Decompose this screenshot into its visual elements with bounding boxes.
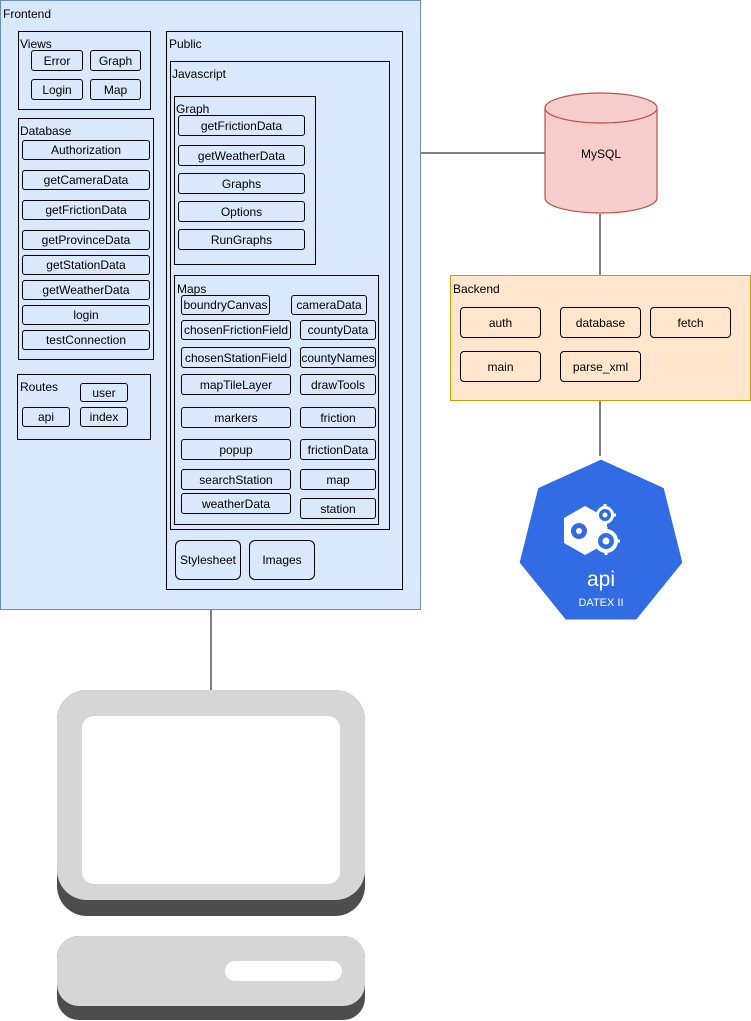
graph-graphs[interactable]: Graphs bbox=[178, 173, 305, 194]
javascript-title: Javascript bbox=[172, 67, 227, 81]
graph-getfrictiondata[interactable]: getFrictionData bbox=[178, 115, 305, 136]
maps-frictiondata[interactable]: frictionData bbox=[300, 439, 376, 460]
database-cylinder-icon bbox=[544, 92, 658, 214]
db-testconnection[interactable]: testConnection bbox=[22, 330, 150, 350]
api-label: api bbox=[586, 568, 616, 591]
routes-group bbox=[17, 374, 151, 440]
maps-cameradata[interactable]: cameraData bbox=[291, 295, 367, 315]
views-group bbox=[18, 31, 151, 110]
backend-auth[interactable]: auth bbox=[460, 307, 541, 338]
graph-title: Graph bbox=[176, 102, 210, 116]
db-getcameradata[interactable]: getCameraData bbox=[22, 170, 150, 190]
backend-parse-xml[interactable]: parse_xml bbox=[560, 351, 641, 382]
db-login[interactable]: login bbox=[22, 305, 150, 325]
images-box[interactable]: Images bbox=[249, 540, 315, 580]
graph-rungraphs[interactable]: RunGraphs bbox=[178, 229, 305, 250]
kubernetes-api-icon bbox=[516, 456, 686, 623]
javascript-group bbox=[170, 61, 390, 530]
maps-friction[interactable]: friction bbox=[300, 407, 376, 428]
stylesheet-box[interactable]: Stylesheet bbox=[175, 540, 241, 580]
db-getstationdata[interactable]: getStationData bbox=[22, 255, 150, 275]
route-user[interactable]: user bbox=[80, 383, 128, 402]
maps-title: Maps bbox=[177, 282, 207, 296]
maps-searchstation[interactable]: searchStation bbox=[181, 469, 291, 490]
maps-group bbox=[174, 275, 379, 525]
maps-drawtools[interactable]: drawTools bbox=[300, 374, 376, 395]
public-group bbox=[166, 31, 403, 590]
backend-fetch[interactable]: fetch bbox=[650, 307, 731, 338]
db-getprovincedata[interactable]: getProvinceData bbox=[22, 230, 150, 250]
maps-station[interactable]: station bbox=[300, 498, 376, 519]
views-title: Views bbox=[20, 37, 52, 51]
maps-countydata[interactable]: countyData bbox=[300, 320, 376, 340]
maps-boundrycanvas[interactable]: boundryCanvas bbox=[181, 295, 270, 315]
maps-maptilelayer[interactable]: mapTileLayer bbox=[181, 374, 291, 395]
maps-countynames[interactable]: countyNames bbox=[300, 347, 376, 368]
graph-getweatherdata[interactable]: getWeatherData bbox=[178, 145, 305, 166]
maps-weatherdata[interactable]: weatherData bbox=[181, 493, 291, 514]
maps-popup[interactable]: popup bbox=[181, 439, 291, 460]
graph-options[interactable]: Options bbox=[178, 201, 305, 222]
db-getweatherdata[interactable]: getWeatherData bbox=[22, 280, 150, 300]
routes-title: Routes bbox=[20, 380, 59, 394]
view-map[interactable]: Map bbox=[90, 79, 141, 100]
public-title: Public bbox=[169, 37, 202, 51]
backend-database[interactable]: database bbox=[560, 307, 641, 338]
graph-group bbox=[174, 96, 316, 265]
route-api[interactable]: api bbox=[22, 407, 70, 427]
mysql-label: MySQL bbox=[580, 147, 621, 161]
database-title: Database bbox=[20, 124, 72, 138]
backend-title: Backend bbox=[453, 282, 500, 296]
view-error[interactable]: Error bbox=[31, 50, 83, 71]
db-getfrictiondata[interactable]: getFrictionData bbox=[22, 200, 150, 220]
maps-markers[interactable]: markers bbox=[181, 407, 291, 428]
maps-chosenstationfield[interactable]: chosenStationField bbox=[181, 347, 291, 368]
maps-map[interactable]: map bbox=[300, 469, 376, 490]
view-graph[interactable]: Graph bbox=[90, 50, 141, 71]
api-sublabel: DATEX II bbox=[578, 597, 624, 609]
route-index[interactable]: index bbox=[80, 407, 128, 427]
db-authorization[interactable]: Authorization bbox=[22, 140, 150, 160]
backend-main[interactable]: main bbox=[460, 351, 541, 382]
view-login[interactable]: Login bbox=[31, 79, 83, 100]
computer-icon bbox=[57, 690, 365, 1020]
frontend-title: Frontend bbox=[3, 7, 52, 21]
database-group bbox=[18, 118, 154, 360]
maps-chosenfrictionfield[interactable]: chosenFrictionField bbox=[181, 320, 291, 340]
